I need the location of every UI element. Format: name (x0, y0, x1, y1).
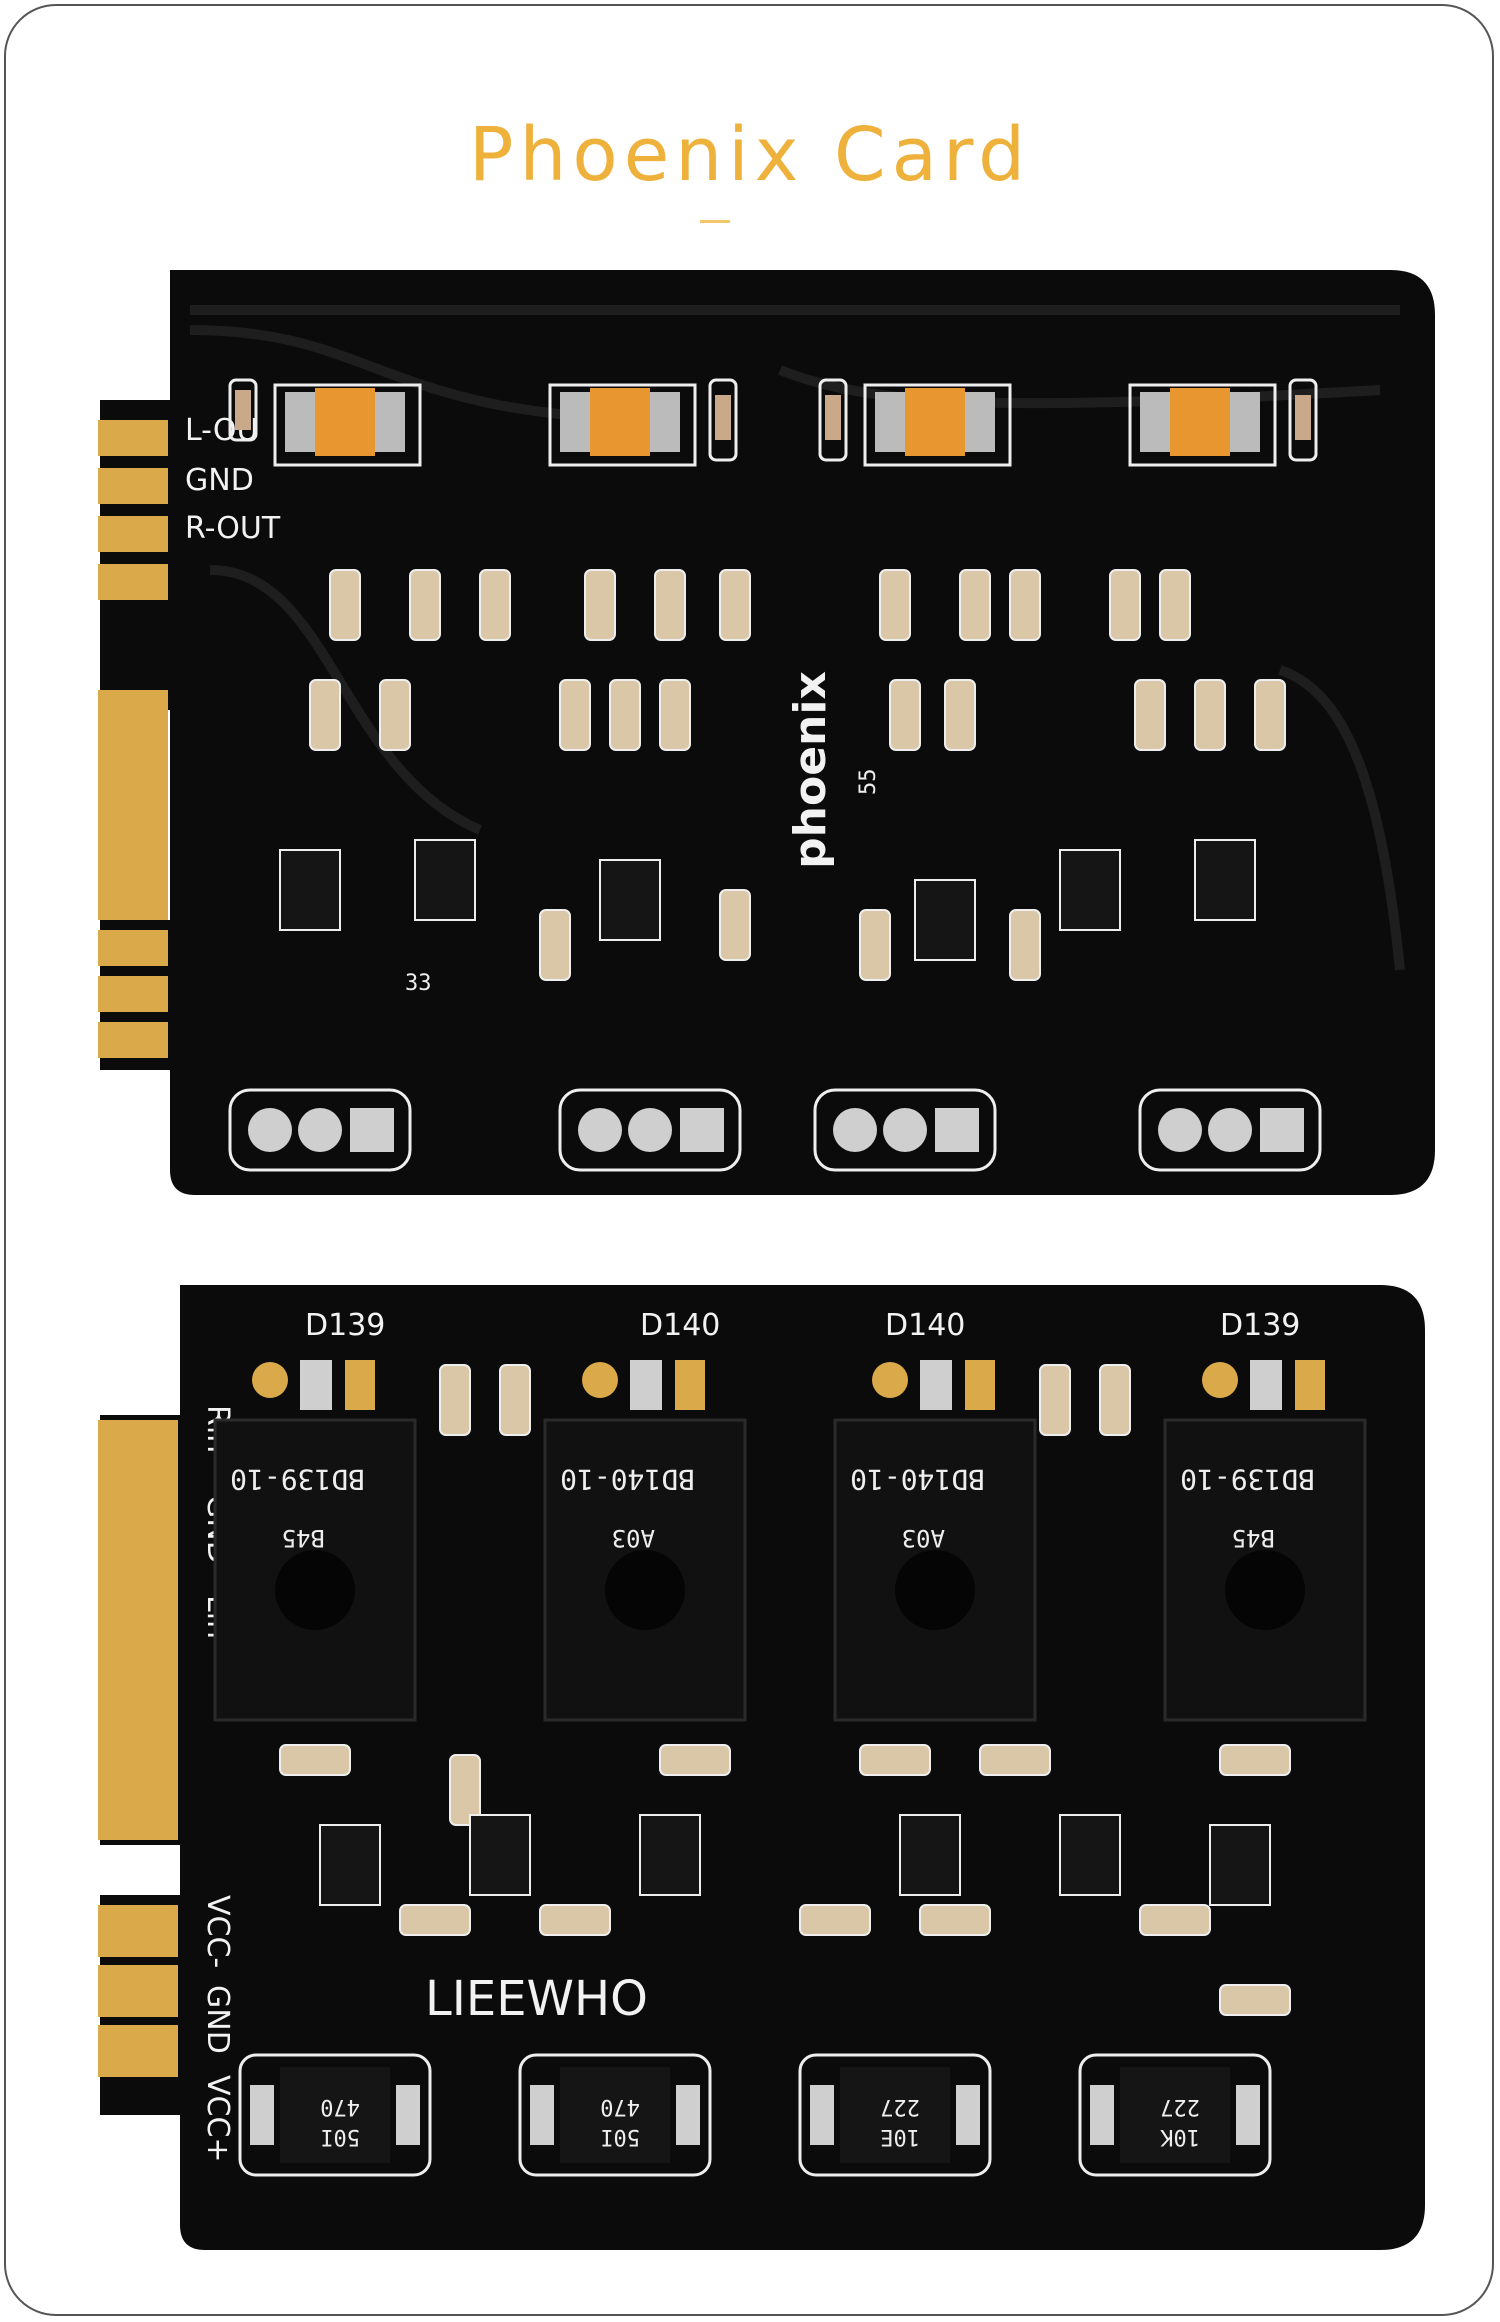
cap-4-line2: 10K (1160, 2124, 1200, 2149)
smd-capacitor-3: 227 10E (798, 2053, 992, 2177)
bottom-edge-contacts (98, 1420, 178, 2077)
designator-3: D140 (885, 1308, 965, 1343)
to92-footprints (228, 1088, 1322, 1172)
label-vcc-minus: VCC- (200, 1895, 235, 1968)
transistor-3-code: A03 (902, 1524, 945, 1552)
top-pcb-board: L-OU GND R-OUT phoenix 33 55 (98, 270, 1435, 1195)
opamp-chips (279, 839, 1256, 961)
cap-1-line2: 50I (320, 2124, 360, 2149)
transistor-4-part: BD139-10 (1180, 1463, 1315, 1496)
label-vcc-plus: VCC+ (200, 2075, 235, 2163)
transistor-2-part: BD140-10 (560, 1463, 695, 1496)
page-title: Phoenix Card (468, 112, 1032, 198)
brand-silkscreen: LIEEWHO (425, 1971, 648, 2027)
transistor-2-code: A03 (612, 1524, 655, 1552)
smd-capacitor-4: 227 10K (1078, 2053, 1272, 2177)
smd-capacitor-1: 470 50I (238, 2053, 432, 2177)
designator-1: D139 (305, 1308, 385, 1343)
bottom-smd-parts (279, 1364, 1291, 2016)
cap-1-line1: 470 (320, 2094, 360, 2119)
smd-capacitor-2: 470 50I (518, 2053, 712, 2177)
power-transistor-3: BD140-10 A03 (833, 1360, 1037, 1722)
label-gnd2: GND (200, 1985, 235, 2054)
cap-4-line1: 227 (1160, 2094, 1200, 2119)
silk-code-55: 55 (856, 769, 881, 796)
silk-code-33: 33 (405, 971, 432, 996)
bottom-pcb-board: Rin GND Lin VCC- GND VCC+ D139 D140 D140… (98, 1285, 1425, 2250)
power-transistor-4: BD139-10 B45 (1163, 1360, 1367, 1722)
transistor-3-part: BD140-10 (850, 1463, 985, 1496)
label-gnd-top: GND (185, 463, 254, 498)
output-capacitors (228, 378, 1318, 467)
label-r-out: R-OUT (185, 511, 281, 546)
title-divider (700, 220, 730, 223)
transistor-1-part: BD139-10 (230, 1463, 365, 1496)
cap-3-line2: 10E (880, 2124, 920, 2149)
bottom-opamps (319, 1814, 1271, 1906)
cap-2-line2: 50I (600, 2124, 640, 2149)
top-edge-contacts (98, 420, 168, 1058)
smd-resistors (309, 569, 1286, 981)
cap-2-line1: 470 (600, 2094, 640, 2119)
cap-3-line1: 227 (880, 2094, 920, 2119)
power-transistor-2: BD140-10 A03 (543, 1360, 747, 1722)
transistor-1-code: B45 (282, 1524, 325, 1552)
power-transistor-1: BD139-10 B45 (213, 1360, 417, 1722)
transistor-4-code: B45 (1232, 1524, 1275, 1552)
designator-2: D140 (640, 1308, 720, 1343)
designator-4: D139 (1220, 1308, 1300, 1343)
phoenix-logo-silkscreen: phoenix (785, 671, 836, 869)
